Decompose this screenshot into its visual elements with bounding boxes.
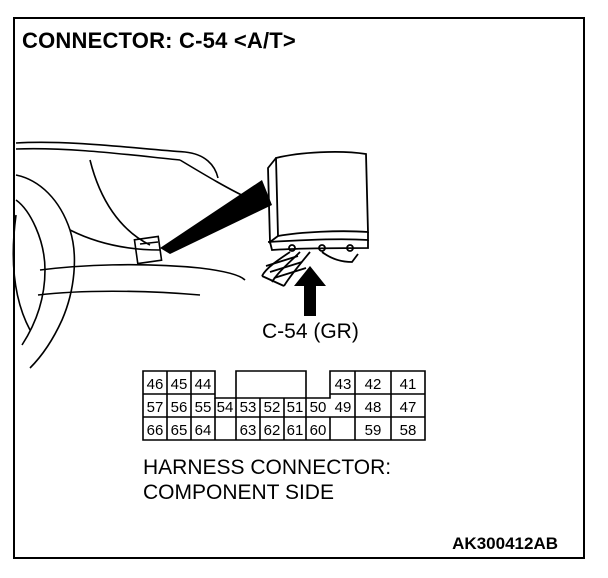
pin-43: 43 — [335, 376, 352, 393]
pin-44: 44 — [195, 376, 212, 393]
pin-59: 59 — [365, 422, 382, 439]
pin-62: 62 — [264, 422, 281, 439]
control-unit — [261, 151, 369, 287]
harness-connector — [142, 370, 426, 441]
pin-labels: 46 45 44 43 42 41 57 56 55 54 53 52 51 5… — [147, 376, 417, 439]
pin-42: 42 — [365, 376, 382, 393]
pin-60: 60 — [310, 422, 327, 439]
caption-line-2: COMPONENT SIDE — [143, 481, 334, 504]
pin-61: 61 — [287, 422, 304, 439]
pin-46: 46 — [147, 376, 164, 393]
pin-47: 47 — [400, 399, 417, 416]
figure-code: AK300412AB — [452, 534, 558, 553]
pin-55: 55 — [195, 399, 212, 416]
pin-50: 50 — [310, 399, 327, 416]
pin-48: 48 — [365, 399, 382, 416]
pin-56: 56 — [171, 399, 188, 416]
pin-52: 52 — [264, 399, 281, 416]
page-title: CONNECTOR: C-54 <A/T> — [22, 28, 296, 53]
pin-53: 53 — [240, 399, 257, 416]
pin-41: 41 — [400, 376, 417, 393]
pin-49: 49 — [335, 399, 352, 416]
pin-63: 63 — [240, 422, 257, 439]
pin-66: 66 — [147, 422, 164, 439]
pin-58: 58 — [400, 422, 417, 439]
caption-line-1: HARNESS CONNECTOR: — [143, 456, 392, 479]
pointer-wedge — [160, 180, 272, 254]
pin-64: 64 — [195, 422, 212, 439]
up-arrow — [294, 266, 326, 316]
figure-frame — [13, 17, 585, 559]
connector-label: C-54 (GR) — [262, 320, 359, 343]
pin-51: 51 — [287, 399, 304, 416]
pin-65: 65 — [171, 422, 188, 439]
pin-45: 45 — [171, 376, 188, 393]
pin-57: 57 — [147, 399, 164, 416]
pin-54: 54 — [217, 399, 234, 416]
dashboard-illustration — [12, 141, 253, 369]
